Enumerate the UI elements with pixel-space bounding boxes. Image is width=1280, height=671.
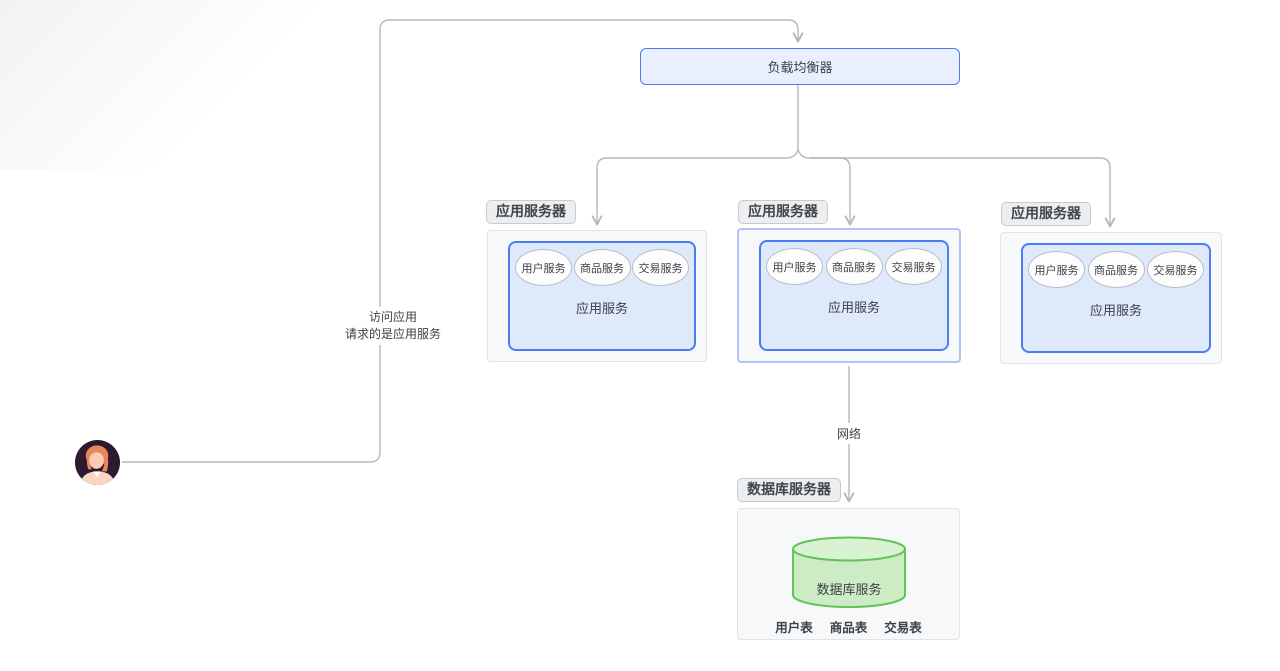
service-label: 用户服务 [1034, 264, 1079, 277]
node-app-server-3[interactable]: 用户服务 商品服务 交易服务 应用服务 [1000, 232, 1222, 364]
table-label-trade: 交易表 [884, 621, 922, 635]
node-app-server-1[interactable]: 用户服务 商品服务 交易服务 应用服务 [487, 230, 707, 362]
service-ellipse-user[interactable]: 用户服务 [1028, 251, 1085, 288]
service-label: 交易服务 [1153, 264, 1198, 277]
service-ellipse-user[interactable]: 用户服务 [515, 249, 572, 286]
service-label: 交易服务 [891, 261, 936, 274]
database-tables: 用户表 商品表 交易表 [738, 617, 959, 636]
load-balancer-label: 负载均衡器 [767, 60, 833, 75]
node-user-avatar[interactable] [74, 439, 121, 486]
service-label: 商品服务 [832, 261, 876, 274]
node-load-balancer[interactable]: 负载均衡器 [640, 48, 960, 85]
service-ellipse-product[interactable]: 商品服务 [825, 248, 883, 285]
table-label-user: 用户表 [775, 621, 813, 635]
app-server-1-badge: 应用服务器 [486, 200, 576, 224]
edge-label-line2: 请求的是应用服务 [344, 327, 441, 341]
service-ellipse-product[interactable]: 商品服务 [573, 249, 631, 286]
app-server-2-service-group[interactable]: 用户服务 商品服务 交易服务 应用服务 [759, 240, 949, 351]
app-service-label: 应用服务 [1089, 303, 1142, 318]
edge-to-app-server-1 [591, 148, 799, 226]
app-service-label: 应用服务 [575, 301, 628, 316]
service-ellipse-product[interactable]: 商品服务 [1087, 251, 1145, 288]
service-label: 商品服务 [580, 262, 624, 275]
service-ellipse-trade[interactable]: 交易服务 [1147, 251, 1204, 288]
app-server-3-badge: 应用服务器 [1001, 202, 1091, 226]
service-label: 用户服务 [521, 262, 566, 275]
node-app-server-2[interactable]: 用户服务 商品服务 交易服务 应用服务 [737, 228, 961, 363]
app-server-3-service-group[interactable]: 用户服务 商品服务 交易服务 应用服务 [1021, 243, 1211, 353]
edge-to-app-server-3 [810, 157, 1116, 228]
service-label: 用户服务 [772, 261, 817, 274]
app-service-label: 应用服务 [827, 300, 880, 315]
service-ellipse-trade[interactable]: 交易服务 [885, 248, 942, 285]
database-service-label: 数据库服务 [816, 582, 882, 597]
app-server-2-badge: 应用服务器 [738, 200, 828, 224]
node-database-server[interactable]: 数据库服务 用户表 商品表 交易表 [737, 508, 960, 640]
edge-user-to-load-balancer [122, 19, 804, 463]
edge-label-line1: 访问应用 [368, 310, 417, 324]
edge-label-network: 网络 [828, 423, 870, 444]
service-label: 交易服务 [638, 262, 683, 275]
database-server-badge: 数据库服务器 [737, 478, 841, 502]
app-server-1-service-group[interactable]: 用户服务 商品服务 交易服务 应用服务 [508, 241, 696, 351]
service-label: 商品服务 [1094, 264, 1138, 277]
service-ellipse-user[interactable]: 用户服务 [766, 248, 823, 285]
user-avatar-icon [74, 439, 121, 486]
edge-label-user-request: 访问应用 请求的是应用服务 [327, 307, 459, 345]
database-cylinder[interactable]: 数据库服务 [791, 535, 907, 613]
database-cylinder-icon [792, 536, 906, 608]
table-label-product: 商品表 [829, 621, 868, 635]
service-ellipse-trade[interactable]: 交易服务 [632, 249, 689, 286]
